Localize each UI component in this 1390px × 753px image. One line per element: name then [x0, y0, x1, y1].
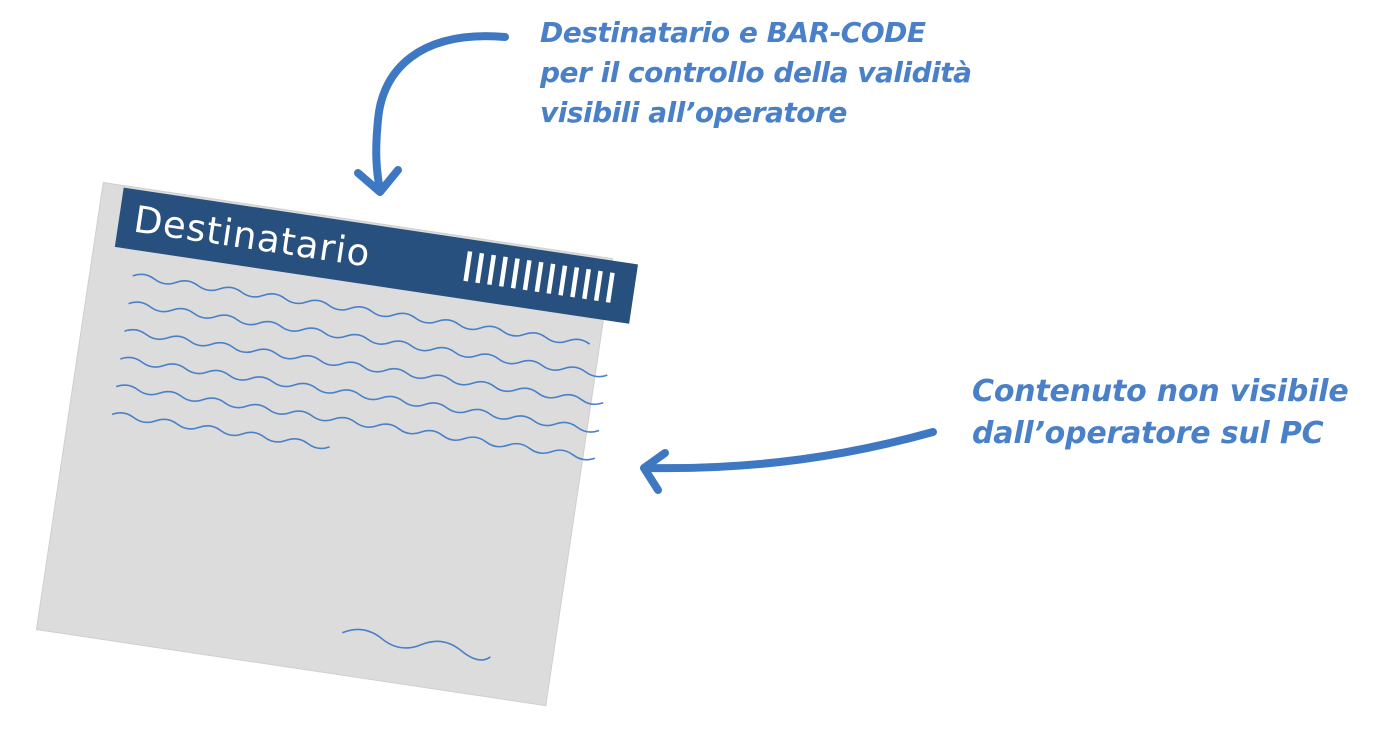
barcode-visibility-callout: Destinatario e BAR-CODE per il controllo…	[540, 13, 972, 133]
scribble-line-1	[132, 273, 591, 345]
scribble-line-3	[124, 328, 604, 406]
curved-arrow-down-icon	[354, 32, 509, 196]
scribble-line-5	[115, 384, 596, 461]
hidden-content-lines	[111, 273, 608, 661]
callout-right-line-1: Contenuto non visibile	[972, 374, 1349, 409]
hidden-content-callout: Contenuto non visibile dall’operatore su…	[972, 371, 1349, 455]
barcode-icon	[463, 251, 615, 303]
callout-top-line-1: Destinatario e BAR-CODE	[540, 16, 926, 49]
scribble-line-6	[111, 411, 330, 450]
signature-scribble	[341, 628, 491, 661]
callout-top-line-2: per il controllo della validità	[540, 56, 972, 89]
callout-top-line-3: visibili all’operatore	[540, 96, 847, 129]
header-band	[114, 187, 638, 324]
document-sheet: Destinatario	[35, 181, 638, 707]
callout-right-line-2: dall’operatore sul PC	[972, 416, 1324, 451]
scribble-line-2	[128, 301, 608, 378]
paper-background	[35, 181, 614, 707]
scribble-line-4	[120, 356, 600, 433]
curved-arrow-left-icon	[640, 428, 937, 494]
